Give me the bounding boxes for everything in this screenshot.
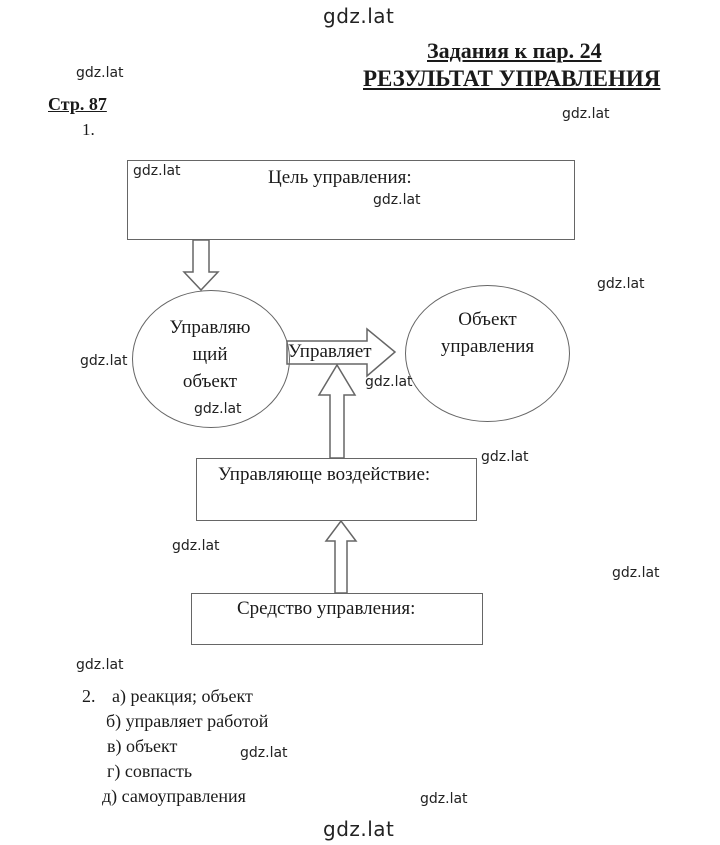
watermark-bottom: gdz.lat	[323, 817, 395, 841]
arrow-influence-up	[317, 363, 357, 459]
influence-box: Управляюще воздействие:	[196, 458, 477, 521]
controlling-object-line-1: Управляю	[169, 317, 251, 338]
answer-b: б) управляет работой	[106, 711, 269, 731]
watermark-top: gdz.lat	[323, 4, 395, 28]
watermark: gdz.lat	[612, 565, 660, 581]
goal-box: Цель управления:	[127, 160, 575, 240]
watermark: gdz.lat	[133, 163, 181, 179]
controlled-object-line-2: управления	[440, 336, 535, 357]
means-box-label: Средство управления:	[237, 598, 416, 619]
page-reference: Стр. 87	[48, 94, 107, 114]
watermark: gdz.lat	[76, 657, 124, 673]
watermark: gdz.lat	[172, 538, 220, 554]
influence-box-label: Управляюще воздействие:	[218, 464, 431, 485]
watermark: gdz.lat	[597, 276, 645, 292]
task-2-number: 2.	[82, 686, 96, 706]
watermark: gdz.lat	[194, 401, 242, 417]
watermark: gdz.lat	[365, 374, 413, 390]
watermark: gdz.lat	[80, 353, 128, 369]
means-box: Средство управления:	[191, 593, 483, 645]
answer-a: а) реакция; объект	[112, 686, 253, 706]
controlled-object-ellipse	[405, 285, 570, 422]
section-subtitle: РЕЗУЛЬТАТ УПРАВЛЕНИЯ	[363, 66, 661, 91]
task-1-number: 1.	[82, 120, 95, 139]
arrow-means-up	[324, 519, 358, 594]
arrow-goal-to-controller	[182, 239, 220, 292]
answer-d: г) совпасть	[107, 761, 193, 781]
watermark: gdz.lat	[562, 106, 610, 122]
controlling-object-label: Управляю щий объект	[140, 314, 280, 395]
watermark: gdz.lat	[240, 745, 288, 761]
section-title: Задания к пар. 24	[427, 38, 602, 63]
watermark: gdz.lat	[420, 791, 468, 807]
controlled-object-label: Объект управления	[415, 306, 560, 360]
controls-arrow-label: Управляет	[288, 341, 372, 362]
arrow-controls	[286, 327, 397, 378]
controlling-object-ellipse	[132, 290, 290, 428]
watermark: gdz.lat	[373, 192, 421, 208]
controlling-object-line-2: щий	[192, 344, 228, 365]
goal-box-label: Цель управления:	[268, 167, 412, 188]
answer-c: в) объект	[107, 736, 178, 756]
watermark: gdz.lat	[76, 65, 124, 81]
answer-e: д) самоуправления	[102, 786, 246, 806]
watermark: gdz.lat	[481, 449, 529, 465]
controlling-object-line-3: объект	[182, 371, 238, 392]
controlled-object-line-1: Объект	[458, 309, 517, 330]
